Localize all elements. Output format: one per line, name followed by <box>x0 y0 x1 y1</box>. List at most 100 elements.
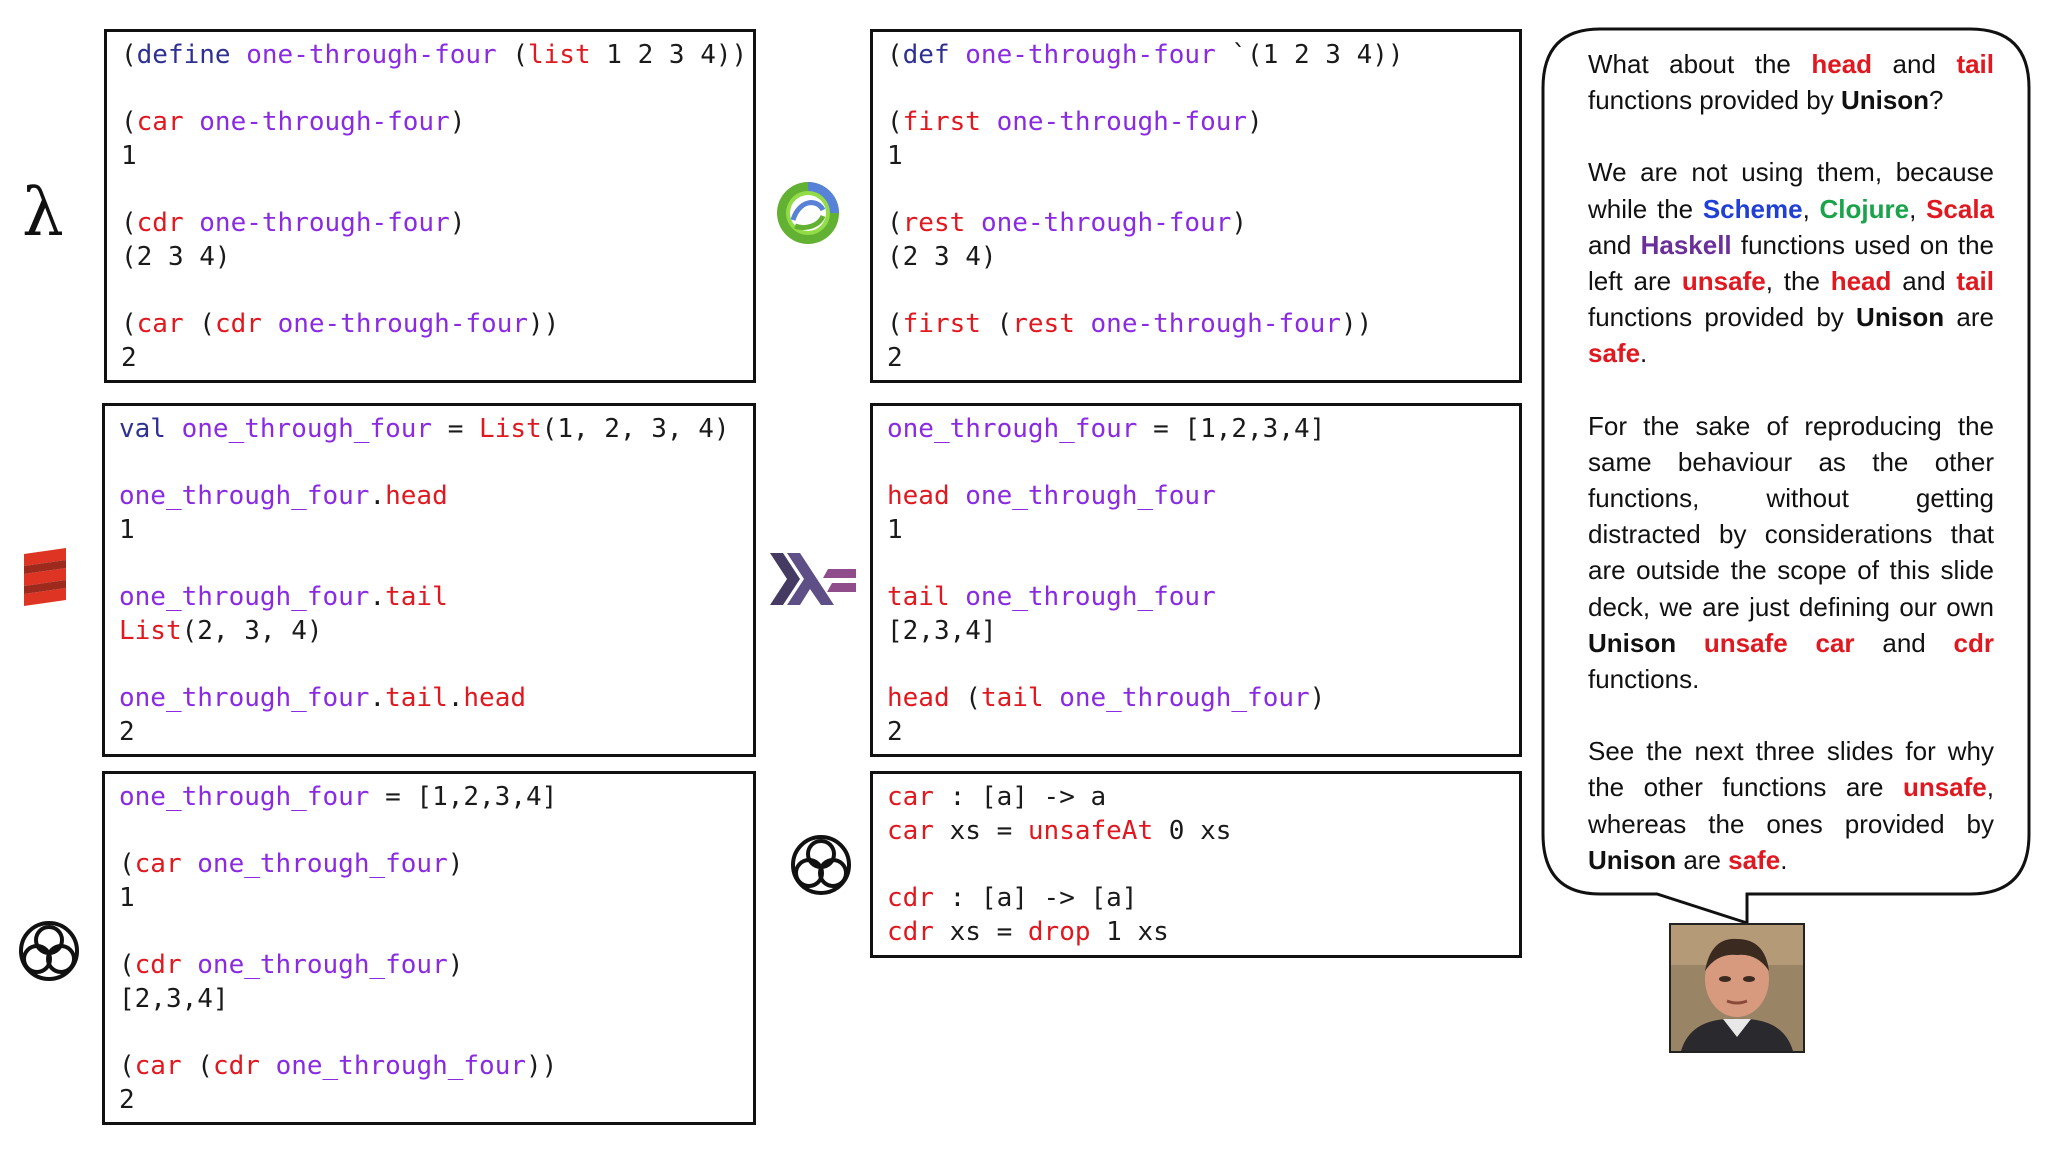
code-line: one_through_four = [1,2,3,4] <box>119 780 739 814</box>
code-token: 1 <box>119 883 135 913</box>
code-token: ( <box>887 40 903 70</box>
code-token: ) <box>1247 107 1263 137</box>
code-token: ( <box>980 309 1013 339</box>
code-token: ( <box>496 40 528 70</box>
code-token <box>950 582 966 612</box>
blank-line <box>119 814 739 847</box>
code-token: xs = <box>933 917 1028 947</box>
bubble-text-segment: functions provided by <box>1588 85 1841 116</box>
blank-line <box>119 915 739 948</box>
code-token: 1 <box>887 515 903 545</box>
code-token <box>965 208 981 238</box>
code-token: one-through-four <box>199 208 450 238</box>
code-line: 1 <box>887 139 1505 173</box>
code-token: = <box>432 414 480 444</box>
code-token: (2 3 4) <box>887 242 997 272</box>
code-token: 2 <box>119 717 135 747</box>
bubble-text-segment: are <box>1944 302 1994 333</box>
bubble-text-segment: Haskell <box>1640 229 1732 260</box>
code-token: = [1,2,3,4] <box>369 782 558 812</box>
bubble-text-segment: safe <box>1588 338 1641 369</box>
code-line: [2,3,4] <box>887 614 1505 648</box>
bubble-text-segment: ? <box>1929 85 1944 116</box>
code-token: ) <box>447 849 464 879</box>
code-token: one-through-four <box>965 40 1216 70</box>
bubble-text-segment: safe <box>1728 844 1781 875</box>
code-line: 1 <box>121 139 739 173</box>
code-token: list <box>528 40 591 70</box>
code-line: cdr : [a] -> [a] <box>887 881 1505 915</box>
code-token: ( <box>887 309 903 339</box>
code-token: ) <box>449 107 466 137</box>
code-token: 1 2 3 4)) <box>590 40 748 70</box>
code-token: cdr <box>136 208 184 238</box>
code-token: ( <box>119 950 135 980</box>
code-line: 2 <box>119 715 739 749</box>
code-token: car <box>136 107 184 137</box>
code-line: 2 <box>119 1083 739 1117</box>
code-token: rest <box>1012 309 1075 339</box>
bubble-text-segment: For the sake of reproducing the same beh… <box>1588 410 1994 622</box>
code-token: 1 <box>121 141 137 171</box>
code-token <box>1044 683 1060 713</box>
code-token: tail <box>385 683 448 713</box>
code-line: (car one_through_four) <box>119 847 739 881</box>
blank-line <box>119 547 739 580</box>
code-token: ( <box>119 1051 135 1081</box>
code-token: = [1,2,3,4] <box>1137 414 1326 444</box>
bubble-text-segment: Unison <box>1856 302 1945 333</box>
code-token: ( <box>181 1051 213 1081</box>
code-line: (2 3 4) <box>887 240 1505 274</box>
bubble-text-segment: , whereas the ones provided by <box>1588 772 1994 839</box>
code-token: one-through-four <box>980 208 1232 238</box>
code-token <box>182 950 198 980</box>
code-token: List <box>119 616 182 646</box>
code-token: ( <box>121 309 137 339</box>
code-token: 2 <box>887 717 903 747</box>
bubble-text-segment: , <box>1909 193 1927 224</box>
code-line: 2 <box>887 715 1505 749</box>
code-token <box>182 849 198 879</box>
code-token: one_through_four <box>119 582 370 612</box>
scala-code-panel: val one_through_four = List(1, 2, 3, 4)o… <box>102 403 756 757</box>
code-token: tail <box>385 582 448 612</box>
code-line: [2,3,4] <box>119 982 739 1016</box>
code-token: ( <box>949 683 981 713</box>
code-line: (rest one-through-four) <box>887 206 1505 240</box>
bubble-text-segment: Scala <box>1926 193 1995 224</box>
code-token: ) <box>447 950 464 980</box>
code-token: one_through_four <box>965 582 1216 612</box>
code-token: head <box>887 481 950 511</box>
bubble-text-segment: Unison <box>1588 844 1677 875</box>
scala-logo-icon <box>24 548 66 606</box>
code-token: car <box>134 1051 182 1081</box>
code-token: one-through-four <box>199 107 450 137</box>
bubble-text-segment: . <box>1640 338 1648 369</box>
bubble-text-segment: head <box>1811 49 1873 79</box>
code-line: tail one_through_four <box>887 580 1505 614</box>
bubble-text-segment: and <box>1854 627 1954 658</box>
code-token: : [a] -> a <box>933 782 1107 812</box>
code-line: 1 <box>887 513 1505 547</box>
code-line: one_through_four.head <box>119 479 739 513</box>
code-line: 2 <box>887 341 1505 375</box>
code-token: ( <box>183 309 215 339</box>
code-token: one_through_four <box>275 1051 527 1081</box>
code-token: one_through_four <box>965 481 1216 511</box>
code-line: (cdr one-through-four) <box>121 206 739 240</box>
bubble-text-segment: What about the <box>1588 49 1812 79</box>
code-token: 2 <box>887 343 903 373</box>
bubble-text-segment: head <box>1830 266 1892 297</box>
code-line: (first one-through-four) <box>887 105 1505 139</box>
code-token: )) <box>1340 309 1373 339</box>
bubble-text-segment: . <box>1780 844 1788 875</box>
bubble-text-segment: , the <box>1765 266 1831 297</box>
code-token: ( <box>887 208 903 238</box>
code-token <box>184 107 200 137</box>
blank-line <box>121 72 739 105</box>
code-token: one-through-four <box>246 40 497 70</box>
haskell-code-panel: one_through_four = [1,2,3,4] head one_thr… <box>870 403 1522 757</box>
code-line: (car one-through-four) <box>121 105 739 139</box>
code-token: List <box>479 414 542 444</box>
code-token: )) <box>526 1051 558 1081</box>
